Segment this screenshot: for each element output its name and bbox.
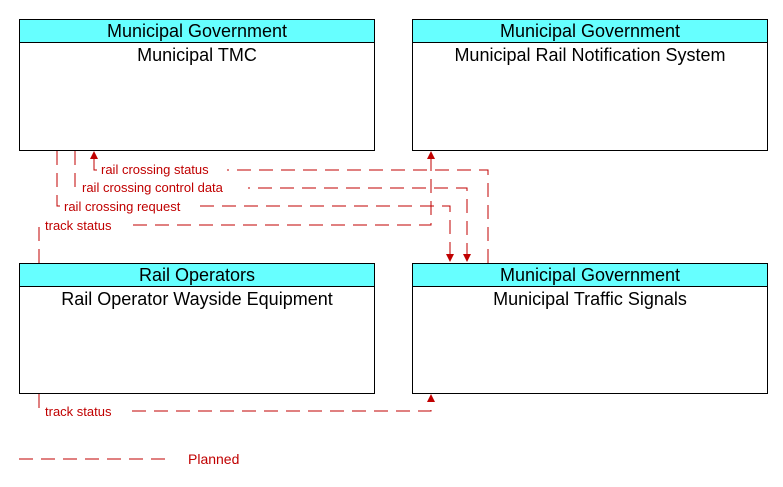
node-rail-operator-wayside-equipment[interactable]: Rail Operators Rail Operator Wayside Equ… [19,263,375,394]
node-municipal-rail-notification-system[interactable]: Municipal Government Municipal Rail Noti… [412,19,768,151]
node-name-label: Municipal Rail Notification System [454,45,726,65]
flow-label-rail-crossing-control-data: rail crossing control data [82,180,224,195]
flow-label-rail-crossing-request: rail crossing request [64,199,181,214]
flow-line-track-status-lower [38,394,432,412]
flow-line-rail-crossing-request [56,151,451,262]
arrowhead-icon [427,151,435,159]
node-owner-label: Municipal Government [413,20,767,43]
node-municipal-tmc[interactable]: Municipal Government Municipal TMC [19,19,375,151]
arrowhead-icon [446,254,454,262]
node-name-label: Municipal TMC [137,45,257,65]
legend-label-planned: Planned [188,451,239,467]
arrowhead-icon [463,254,471,262]
flow-label-rail-crossing-status: rail crossing status [101,162,209,177]
node-owner-label: Rail Operators [20,264,374,287]
arrowhead-icon [90,151,98,159]
node-owner-label: Municipal Government [20,20,374,43]
node-municipal-traffic-signals[interactable]: Municipal Government Municipal Traffic S… [412,263,768,394]
flow-line-rail-crossing-status [93,152,489,263]
flow-line-rail-crossing-control-data [74,151,468,262]
flow-line-track-status-upper [38,152,432,263]
node-name-label: Municipal Traffic Signals [493,289,687,309]
node-owner-label: Municipal Government [413,264,767,287]
flow-label-track-status-upper: track status [45,218,112,233]
node-name-label: Rail Operator Wayside Equipment [61,289,333,309]
arrowhead-icon [427,394,435,402]
flow-label-track-status-lower: track status [45,404,112,419]
